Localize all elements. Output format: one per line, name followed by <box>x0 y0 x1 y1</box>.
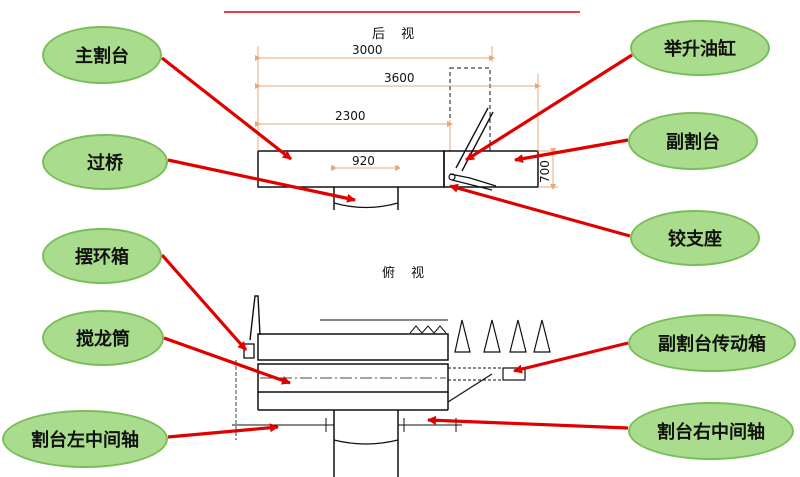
label-aux-cutting-table: 副割台 <box>628 112 758 170</box>
label-main-cutting-table: 主割台 <box>42 26 162 84</box>
label-aux-table-gearbox: 副割台传动箱 <box>628 314 796 372</box>
label-lift-cylinder: 举升油缸 <box>630 20 770 76</box>
main-header-frame <box>257 333 449 361</box>
aux-divider-cones <box>454 319 551 353</box>
label-left-middle-shaft: 割台左中间轴 <box>2 410 168 468</box>
rear-view-title: 后 视 <box>372 27 421 42</box>
arrow-right-middle-shaft <box>427 415 629 430</box>
label-hinge-support: 铰支座 <box>630 210 760 266</box>
dim-3600-text: 3600 <box>384 71 415 85</box>
arrow-left-middle-shaft <box>167 423 279 439</box>
arrow-main-cutting-table <box>161 56 292 161</box>
wobble-box-body <box>243 343 255 359</box>
aux-cutting-table-body <box>443 150 539 188</box>
hinge-linkage <box>449 173 497 191</box>
label-wobble-box: 摆环箱 <box>42 228 162 284</box>
arrow-wobble-box <box>160 253 248 352</box>
arrow-auger <box>163 336 291 385</box>
rear-dimensions <box>255 46 558 190</box>
aux-table-raised-outline <box>449 67 491 152</box>
label-bridge: 过桥 <box>42 134 168 190</box>
rear-view <box>257 67 539 210</box>
arrow-lift-cylinder <box>465 53 633 162</box>
auger-tube <box>257 363 449 393</box>
dim-3000-text: 3000 <box>352 43 383 57</box>
arrow-bridge <box>167 158 356 203</box>
top-view-title: 俯 视 <box>382 266 431 281</box>
dim-920-text: 920 <box>352 154 375 168</box>
dim-700-text: 700 <box>538 160 552 183</box>
arrow-aux-table-gearbox <box>513 341 629 374</box>
callout-arrows <box>160 53 633 439</box>
arrow-aux-cutting-table <box>514 138 629 164</box>
label-right-middle-shaft: 割台右中间轴 <box>628 402 794 460</box>
lift-cylinder-rod <box>455 107 489 169</box>
arrow-hinge-support <box>449 183 631 238</box>
dim-2300-text: 2300 <box>335 109 366 123</box>
label-auger: 搅龙筒 <box>42 310 164 366</box>
top-view <box>232 295 551 477</box>
